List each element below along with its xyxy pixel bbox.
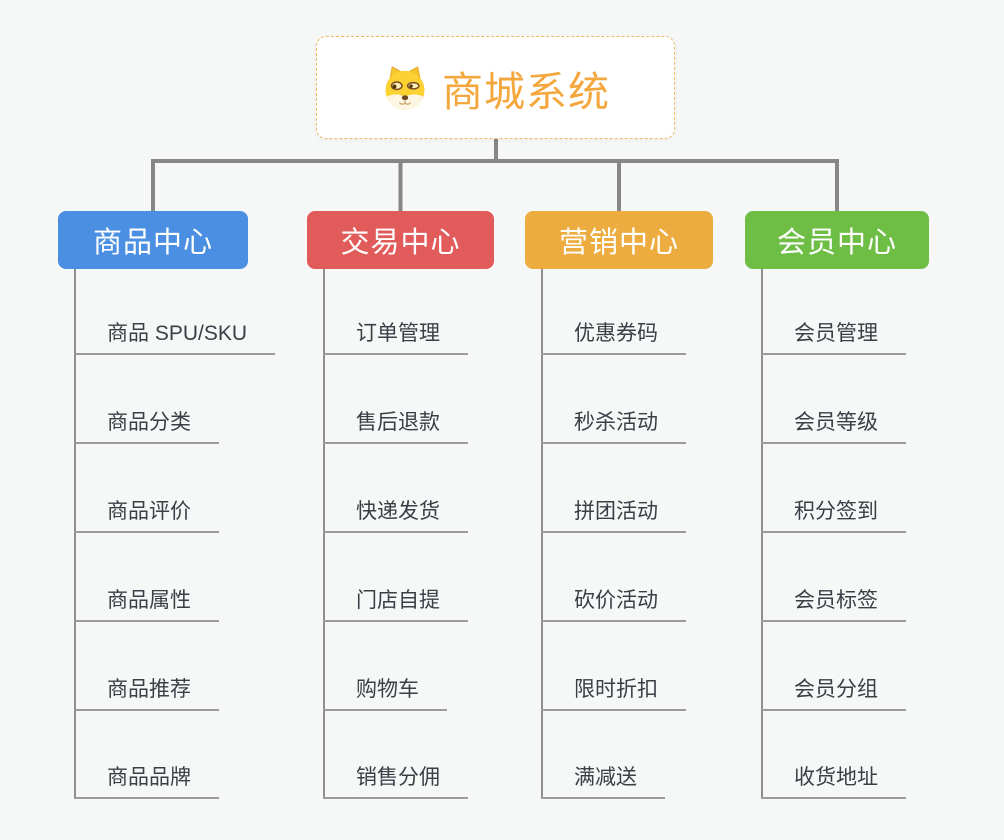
branch-node-2[interactable]: 交易中心 — [307, 211, 494, 269]
child-topic[interactable]: 收货地址 — [761, 759, 906, 799]
dog-face-icon — [385, 65, 425, 110]
child-topic[interactable]: 商品分类 — [74, 404, 219, 444]
child-topic[interactable]: 会员等级 — [761, 404, 906, 444]
child-topic[interactable]: 秒杀活动 — [541, 404, 686, 444]
child-topic[interactable]: 商品推荐 — [74, 671, 219, 711]
child-topic[interactable]: 门店自提 — [323, 582, 468, 622]
child-topic[interactable]: 售后退款 — [323, 404, 468, 444]
child-topic-label: 商品推荐 — [107, 678, 191, 701]
branch-node-1[interactable]: 商品中心 — [58, 211, 248, 269]
child-topic-label: 收货地址 — [794, 766, 878, 789]
child-topic-label: 门店自提 — [356, 589, 440, 612]
child-topic[interactable]: 商品 SPU/SKU — [74, 315, 276, 355]
child-topic-label: 订单管理 — [356, 322, 440, 345]
child-topic[interactable]: 快递发货 — [323, 493, 468, 533]
child-topic-label: 拼团活动 — [574, 500, 658, 523]
child-topic[interactable]: 销售分佣 — [323, 759, 468, 799]
branch-node-3[interactable]: 营销中心 — [525, 211, 713, 269]
child-topic-label: 砍价活动 — [574, 589, 658, 612]
child-topic[interactable]: 会员管理 — [761, 315, 906, 355]
child-topic-label: 商品品牌 — [107, 766, 191, 789]
child-topic[interactable]: 优惠券码 — [541, 315, 686, 355]
child-topic[interactable]: 砍价活动 — [541, 582, 686, 622]
child-topic-label: 优惠券码 — [574, 322, 658, 345]
child-topic-label: 商品评价 — [107, 500, 191, 523]
child-topic-label: 限时折扣 — [574, 678, 658, 701]
child-topic-label: 会员等级 — [794, 411, 878, 434]
child-topic-label: 快递发货 — [356, 500, 440, 523]
child-topic[interactable]: 拼团活动 — [541, 493, 686, 533]
child-topic[interactable]: 商品属性 — [74, 582, 219, 622]
child-topic[interactable]: 会员标签 — [761, 582, 906, 622]
branch-label: 交易中心 — [340, 227, 461, 259]
child-topic-label: 商品分类 — [107, 411, 191, 434]
child-topic-label: 满减送 — [574, 766, 637, 789]
root-node[interactable]: 商城系统 — [316, 36, 675, 139]
child-topic-label: 售后退款 — [356, 411, 440, 434]
child-topic-label: 积分签到 — [794, 500, 878, 523]
child-topic-label: 商品 SPU/SKU — [107, 322, 248, 345]
child-topic-label: 秒杀活动 — [574, 411, 658, 434]
root-title: 商城系统 — [442, 68, 610, 115]
child-topic-label: 会员管理 — [794, 322, 878, 345]
child-topic-label: 会员标签 — [794, 589, 878, 612]
child-topic[interactable]: 订单管理 — [323, 315, 468, 355]
child-topic[interactable]: 会员分组 — [761, 671, 906, 711]
child-topic[interactable]: 商品评价 — [74, 493, 219, 533]
branch-label: 会员中心 — [776, 227, 897, 259]
child-topic-label: 销售分佣 — [356, 766, 440, 789]
branch-label: 营销中心 — [558, 227, 679, 259]
child-topic[interactable]: 限时折扣 — [541, 671, 686, 711]
branch-label: 商品中心 — [92, 227, 213, 259]
child-topic-label: 会员分组 — [794, 678, 878, 701]
branch-node-4[interactable]: 会员中心 — [745, 211, 929, 269]
child-topic[interactable]: 积分签到 — [761, 493, 906, 533]
child-topic[interactable]: 购物车 — [323, 671, 447, 711]
child-topic[interactable]: 商品品牌 — [74, 759, 219, 799]
child-topic-label: 购物车 — [356, 678, 419, 701]
child-topic[interactable]: 满减送 — [541, 759, 665, 799]
child-topic-label: 商品属性 — [107, 589, 191, 612]
